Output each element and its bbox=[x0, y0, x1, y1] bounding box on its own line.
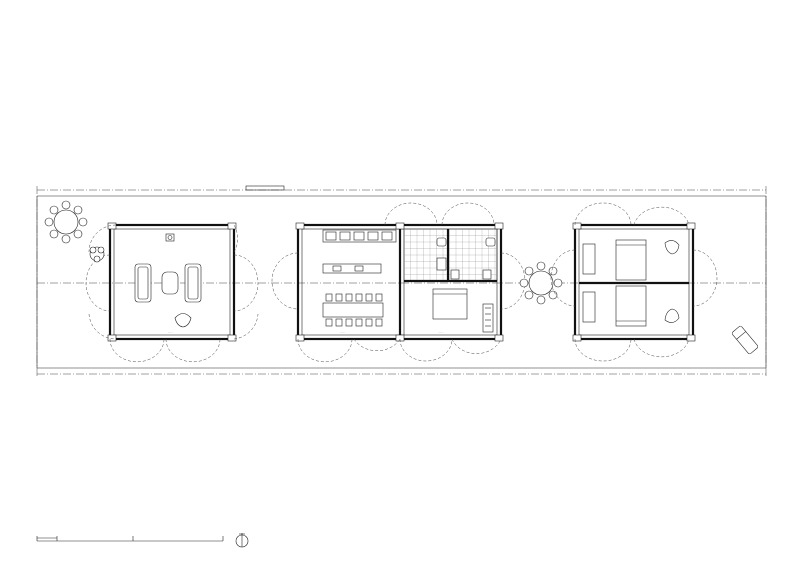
svg-text:·····: ····· bbox=[438, 330, 443, 334]
bedroom bbox=[432, 288, 494, 333]
pavilion-kitchen-dining: ····· ····· bbox=[271, 202, 526, 363]
armchair-lower bbox=[664, 308, 680, 323]
svg-text:·····: ····· bbox=[168, 330, 173, 334]
svg-text:·····: ····· bbox=[340, 330, 345, 334]
pavilion-bedrooms bbox=[550, 202, 718, 362]
site-boundary bbox=[36, 185, 767, 378]
bed-upper bbox=[615, 239, 647, 281]
kitchen-island bbox=[322, 263, 382, 274]
bathroom bbox=[403, 228, 498, 283]
round-table-with-chairs-1 bbox=[44, 200, 88, 244]
pavilion-living: ····· bbox=[85, 222, 259, 363]
dining-table bbox=[322, 302, 384, 318]
plant bbox=[89, 246, 105, 263]
scale-bar bbox=[36, 536, 224, 542]
lounge-chair bbox=[731, 325, 759, 355]
armchair bbox=[174, 313, 192, 328]
north-arrow-icon bbox=[235, 533, 249, 548]
round-table-with-chairs-2 bbox=[519, 261, 563, 305]
armchair-upper bbox=[664, 240, 680, 255]
bed bbox=[432, 288, 468, 320]
bed-lower bbox=[615, 285, 647, 327]
coffee-table bbox=[161, 271, 179, 295]
